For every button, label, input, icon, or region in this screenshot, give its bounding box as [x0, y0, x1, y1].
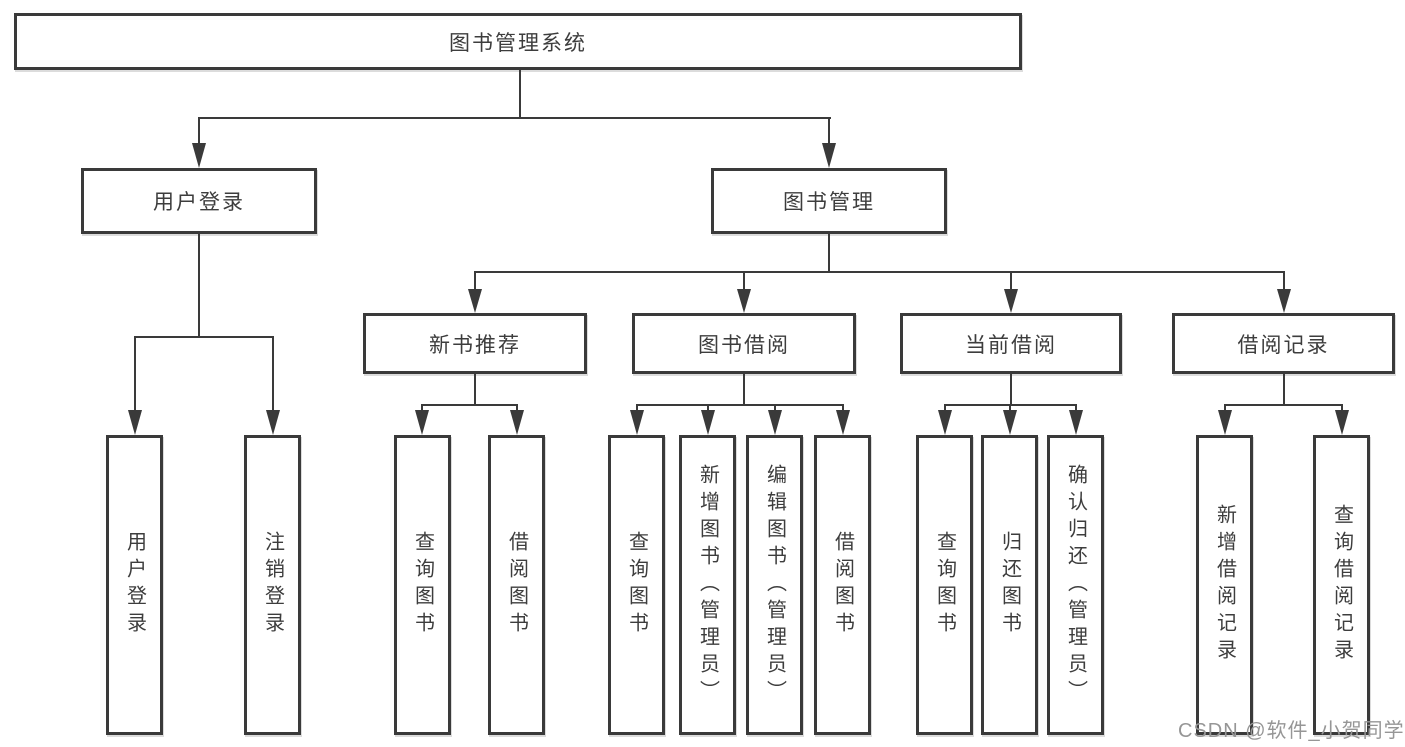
- arrow-down-icon: [510, 410, 524, 435]
- arrow-down-icon: [415, 410, 429, 435]
- node-user-login: 用户登录: [81, 168, 317, 234]
- connector-line: [519, 70, 521, 118]
- node-library-management-system: 图书管理系统: [14, 13, 1022, 70]
- leaf-logout: 注销登录: [244, 435, 301, 735]
- arrow-down-icon: [701, 410, 715, 435]
- arrow-down-icon: [938, 410, 952, 435]
- connector-line: [134, 336, 136, 414]
- connector-line: [1009, 404, 1011, 413]
- connector-line: [1224, 404, 1226, 413]
- connector-line: [198, 117, 200, 145]
- node-current-borrowing: 当前借阅: [900, 313, 1122, 374]
- arrow-down-icon: [1069, 410, 1083, 435]
- arrow-down-icon: [192, 143, 206, 168]
- connector-line: [421, 404, 518, 406]
- connector-line: [1010, 374, 1012, 406]
- leaf-search-books: 查询图书: [608, 435, 665, 735]
- node-book-management: 图书管理: [711, 168, 947, 234]
- csdn-watermark: CSDN @软件_小贺同学: [1178, 720, 1405, 742]
- leaf-search-books: 查询图书: [916, 435, 973, 735]
- node-label: 新增图书（管理员）: [696, 463, 719, 707]
- connector-line: [828, 117, 830, 145]
- connector-line: [1010, 271, 1012, 291]
- node-label: 新书推荐: [429, 333, 521, 357]
- leaf-edit-books-admin: 编辑图书（管理员）: [746, 435, 803, 735]
- arrow-down-icon: [768, 410, 782, 435]
- node-label: 用户登录: [123, 531, 146, 639]
- connector-line: [707, 404, 709, 413]
- arrow-down-icon: [630, 410, 644, 435]
- node-label: 确认归还（管理员）: [1064, 463, 1087, 707]
- node-label: 借阅记录: [1237, 333, 1330, 357]
- node-label: 归还图书: [998, 531, 1021, 639]
- connector-line: [1075, 404, 1077, 413]
- leaf-search-books: 查询图书: [394, 435, 451, 735]
- arrow-down-icon: [737, 289, 751, 313]
- leaf-return-books: 归还图书: [981, 435, 1038, 735]
- node-new-book-recommendation: 新书推荐: [363, 313, 587, 374]
- connector-line: [1224, 404, 1343, 406]
- leaf-borrow-books: 借阅图书: [488, 435, 545, 735]
- arrow-down-icon: [1004, 289, 1018, 313]
- node-label: 编辑图书（管理员）: [763, 463, 786, 707]
- node-book-borrowing: 图书借阅: [632, 313, 856, 374]
- leaf-confirm-return-admin: 确认归还（管理员）: [1047, 435, 1104, 735]
- node-label: 新增借阅记录: [1213, 504, 1236, 666]
- connector-line: [474, 271, 1285, 273]
- node-label: 用户登录: [153, 191, 245, 214]
- connector-line: [743, 374, 745, 406]
- node-label: 查询图书: [411, 531, 434, 639]
- node-borrowing-records: 借阅记录: [1172, 313, 1395, 374]
- connector-line: [774, 404, 776, 413]
- node-label: 注销登录: [261, 531, 284, 639]
- arrow-down-icon: [836, 410, 850, 435]
- leaf-borrow-books: 借阅图书: [814, 435, 871, 735]
- connector-line: [272, 336, 274, 414]
- connector-line: [134, 336, 274, 338]
- arrow-down-icon: [1003, 410, 1017, 435]
- node-label: 图书管理系统: [449, 31, 587, 55]
- arrow-down-icon: [822, 143, 836, 168]
- connector-line: [421, 404, 423, 413]
- connector-line: [474, 271, 476, 291]
- leaf-add-borrow-record: 新增借阅记录: [1196, 435, 1253, 735]
- arrow-down-icon: [1277, 289, 1291, 313]
- connector-line: [474, 374, 476, 406]
- node-label: 借阅图书: [505, 531, 528, 639]
- arrow-down-icon: [128, 410, 142, 435]
- connector-line: [1341, 404, 1343, 413]
- connector-line: [743, 271, 745, 291]
- connector-line: [1283, 271, 1285, 291]
- leaf-user-login: 用户登录: [106, 435, 163, 735]
- node-label: 借阅图书: [831, 531, 854, 639]
- connector-line: [516, 404, 518, 413]
- node-label: 当前借阅: [965, 333, 1057, 357]
- node-label: 图书管理: [783, 191, 875, 214]
- arrow-down-icon: [266, 410, 280, 435]
- node-label: 查询图书: [625, 531, 648, 639]
- arrow-down-icon: [1335, 410, 1349, 435]
- connector-line: [636, 404, 638, 413]
- node-label: 图书借阅: [698, 333, 790, 357]
- connector-line: [944, 404, 946, 413]
- connector-line: [198, 117, 831, 119]
- node-label: 查询图书: [933, 531, 956, 639]
- connector-line: [842, 404, 844, 413]
- arrow-down-icon: [1218, 410, 1232, 435]
- leaf-search-borrow-record: 查询借阅记录: [1313, 435, 1370, 735]
- connector-line: [1283, 374, 1285, 406]
- connector-line: [828, 234, 830, 272]
- arrow-down-icon: [468, 289, 482, 313]
- node-label: 查询借阅记录: [1330, 504, 1353, 666]
- connector-line: [198, 234, 200, 338]
- leaf-add-books-admin: 新增图书（管理员）: [679, 435, 736, 735]
- connector-line: [636, 404, 844, 406]
